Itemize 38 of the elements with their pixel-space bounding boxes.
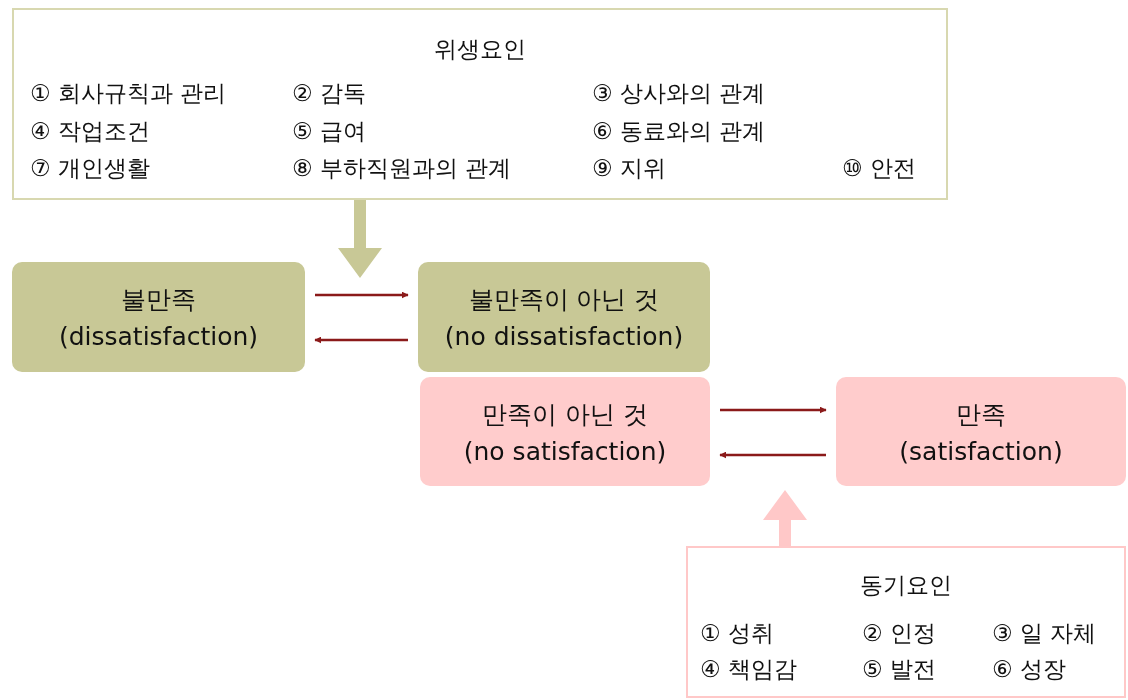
factor-item: ② 감독 xyxy=(292,79,366,108)
block-arrow xyxy=(338,200,382,278)
state-label: 만족이 아닌 것 xyxy=(482,398,648,431)
state-label: 불만족이 아닌 것 xyxy=(468,284,660,316)
factor-item: ⑤ 발전 xyxy=(862,655,936,684)
factor-item: ⑦ 개인생활 xyxy=(30,154,150,183)
hygiene-factor-box xyxy=(12,8,948,200)
state-box xyxy=(12,262,305,372)
state-translation: (no satisfaction) xyxy=(463,436,667,466)
state-translation: (dissatisfaction) xyxy=(58,322,259,351)
arrow xyxy=(720,406,827,414)
state-label: 만족 xyxy=(956,398,1006,431)
box-heading: 위생요인 xyxy=(433,35,527,64)
arrow xyxy=(719,451,826,459)
factor-item: ⑧ 부하직원과의 관계 xyxy=(292,154,512,183)
state-box xyxy=(420,377,710,486)
factor-item: ⑩ 안전 xyxy=(842,154,916,183)
factor-item: ① 성취 xyxy=(700,619,774,648)
factor-item: ⑤ 급여 xyxy=(292,117,366,146)
factor-item: ② 인정 xyxy=(862,619,936,648)
arrow xyxy=(314,336,408,344)
factor-item: ③ 상사와의 관계 xyxy=(592,79,766,108)
state-label: 불만족 xyxy=(121,284,196,316)
factor-item: ③ 일 자체 xyxy=(992,619,1097,648)
motivator-factor-box xyxy=(686,546,1126,698)
state-translation: (satisfaction) xyxy=(899,436,1063,466)
block-arrow xyxy=(763,490,807,546)
factor-item: ⑥ 동료와의 관계 xyxy=(592,117,766,146)
state-translation: (no dissatisfaction) xyxy=(444,322,684,351)
box-heading: 동기요인 xyxy=(859,571,953,600)
factor-item: ④ 책임감 xyxy=(700,655,797,684)
factor-item: ⑥ 성장 xyxy=(992,655,1066,684)
factor-item: ① 회사규칙과 관리 xyxy=(30,79,227,108)
factor-item: ④ 작업조건 xyxy=(30,117,150,146)
factor-item: ⑨ 지위 xyxy=(592,154,666,183)
state-box xyxy=(836,377,1126,486)
state-box xyxy=(418,262,710,372)
arrow xyxy=(315,291,409,299)
